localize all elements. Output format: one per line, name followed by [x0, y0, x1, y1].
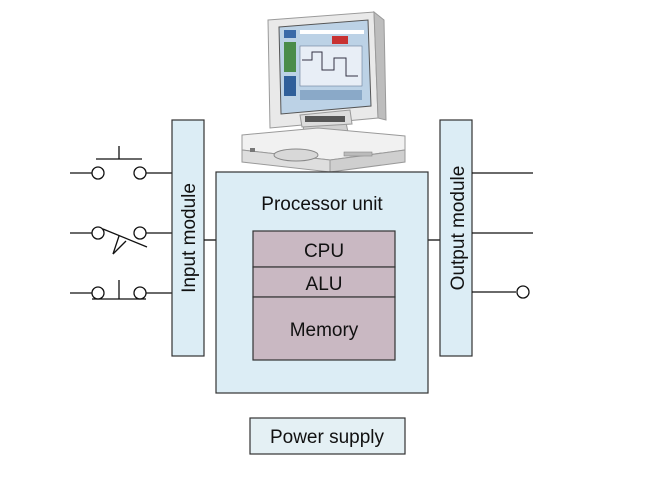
- input-module: Input module: [171, 119, 205, 357]
- push-button-normally-open-icon: [91, 146, 147, 180]
- memory-block: [252, 296, 396, 361]
- toggle-switch-icon: [91, 226, 148, 255]
- input-module-label: Input module: [179, 183, 200, 293]
- processor-unit-label: Processor unit: [261, 194, 383, 215]
- output-wiring: [472, 172, 533, 293]
- cpu-label: CPU: [304, 241, 344, 262]
- desktop-computer-icon: [241, 10, 406, 173]
- power-supply: Power supply: [249, 417, 406, 455]
- cpu-block: [252, 230, 396, 268]
- output-module: Output module: [439, 119, 473, 357]
- push-button-normally-closed-icon: [91, 280, 147, 300]
- alu-label: ALU: [306, 274, 343, 295]
- alu-block: [252, 266, 396, 298]
- input-wiring: [70, 172, 172, 294]
- output-module-label: Output module: [448, 166, 469, 291]
- power-supply-label: Power supply: [270, 427, 385, 448]
- output-terminal-icon: [516, 285, 530, 299]
- memory-label: Memory: [290, 320, 359, 341]
- processor-unit: Processor unit CPU ALU Memory: [215, 171, 429, 394]
